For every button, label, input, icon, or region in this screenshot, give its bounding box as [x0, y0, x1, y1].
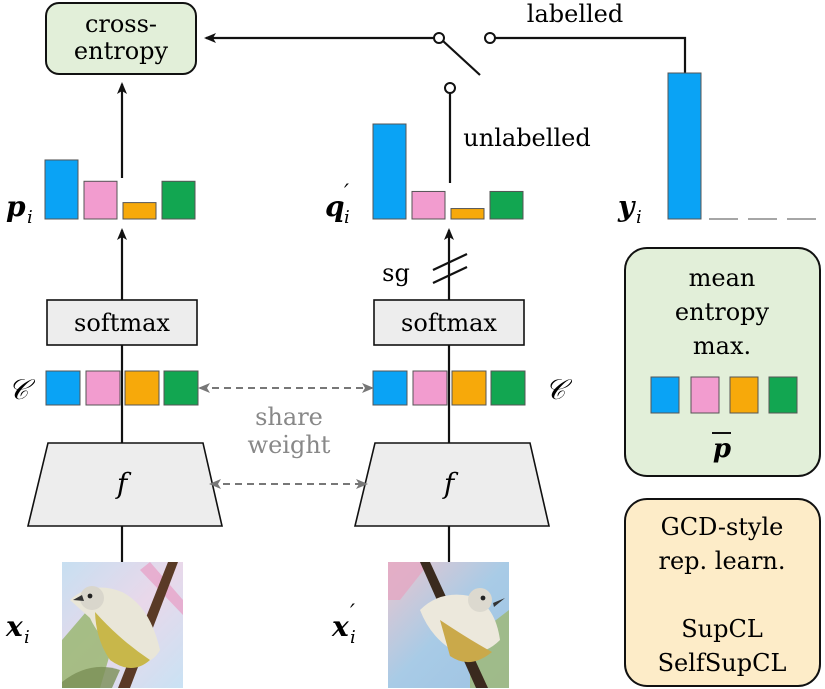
prototypes-left	[45, 370, 199, 406]
prototype-orange	[451, 370, 487, 406]
prototype-orange	[124, 370, 160, 406]
encoder-f-left: f	[26, 442, 224, 527]
softmax-box-left: softmax	[46, 299, 198, 346]
gcd-line4: SelfSupCL	[658, 649, 787, 677]
bar-blue	[372, 123, 407, 220]
gcd-line3: SupCL	[681, 615, 763, 643]
prototype-green	[490, 370, 526, 406]
y-subscript: i	[636, 207, 642, 228]
bar-green	[489, 190, 524, 220]
mean-entropy-box: mean entropy max. p	[624, 247, 821, 477]
mean-entropy-line2: entropy	[675, 298, 770, 326]
cross-entropy-label-line2: entropy	[74, 37, 169, 65]
softmax-box-right: softmax	[373, 299, 525, 346]
softmax-label-left: softmax	[74, 309, 170, 337]
c-label-left: 𝒞	[8, 373, 36, 406]
sg-label: sg	[382, 259, 410, 287]
labelled-unlabelled-switch	[433, 32, 687, 183]
bar-orange	[122, 202, 157, 220]
x-prime-subscript: i	[350, 627, 356, 648]
prototype-pink	[85, 370, 121, 406]
mean-entropy-line1: mean	[689, 264, 756, 292]
gcd-rep-learning-box: GCD-style rep. learn. SupCL SelfSupCL	[624, 498, 821, 687]
q-symbol: q	[325, 190, 345, 223]
y-one-hot-bars	[667, 72, 816, 220]
gcd-line1: GCD-style	[661, 513, 784, 541]
bar-blue	[667, 72, 702, 220]
p-subscript: i	[27, 207, 33, 228]
bar-pink	[83, 180, 118, 220]
labelled-label: labelled	[527, 0, 623, 28]
bird-image-left	[62, 562, 183, 688]
cross-entropy-label-line1: cross-	[85, 10, 157, 38]
bird-image-right	[388, 562, 509, 688]
bar-blue	[44, 159, 79, 220]
p-bar-symbol: p	[713, 434, 731, 464]
x-i-prime-label: x ′ i	[331, 601, 356, 648]
prototype-blue	[45, 370, 81, 406]
x-subscript: i	[24, 627, 30, 648]
q-prime-mark: ′	[344, 181, 349, 206]
prototype-green	[163, 370, 199, 406]
mean-prob-blue	[650, 376, 680, 414]
cross-entropy-box: cross- entropy	[45, 2, 197, 75]
mean-prob-pink	[690, 376, 720, 414]
mean-prob-green	[768, 376, 798, 414]
gcd-line2: rep. learn.	[658, 547, 785, 575]
x-i-label: x i	[5, 610, 30, 648]
y-i-label: y i	[617, 190, 642, 228]
share-weight-label-line1: share	[255, 403, 323, 431]
unlabelled-label: unlabelled	[463, 124, 590, 152]
q-i-prime-label: q ′ i	[325, 181, 350, 228]
stop-gradient-mark	[432, 253, 468, 284]
c-label-right: 𝒞	[545, 373, 573, 406]
bar-orange	[450, 208, 485, 220]
prototype-pink	[412, 370, 448, 406]
mean-prob-orange	[729, 376, 759, 414]
x-symbol: x	[5, 610, 23, 643]
encoder-f-right: f	[353, 442, 551, 527]
x-prime-symbol: x	[331, 610, 349, 643]
prototype-blue	[372, 370, 408, 406]
share-weight-label-line2: weight	[248, 431, 331, 459]
prototypes-right	[372, 370, 526, 406]
q-subscript: i	[344, 207, 350, 228]
p-distribution-bars	[44, 159, 196, 220]
p-i-label: p i	[6, 190, 33, 228]
mean-entropy-line3: max.	[693, 332, 751, 360]
q-distribution-bars	[372, 123, 524, 220]
y-symbol: y	[617, 190, 636, 223]
bar-green	[161, 180, 196, 220]
p-symbol: p	[6, 190, 26, 223]
bar-pink	[411, 190, 446, 220]
softmax-label-right: softmax	[401, 309, 497, 337]
x-prime-mark: ′	[350, 601, 355, 626]
